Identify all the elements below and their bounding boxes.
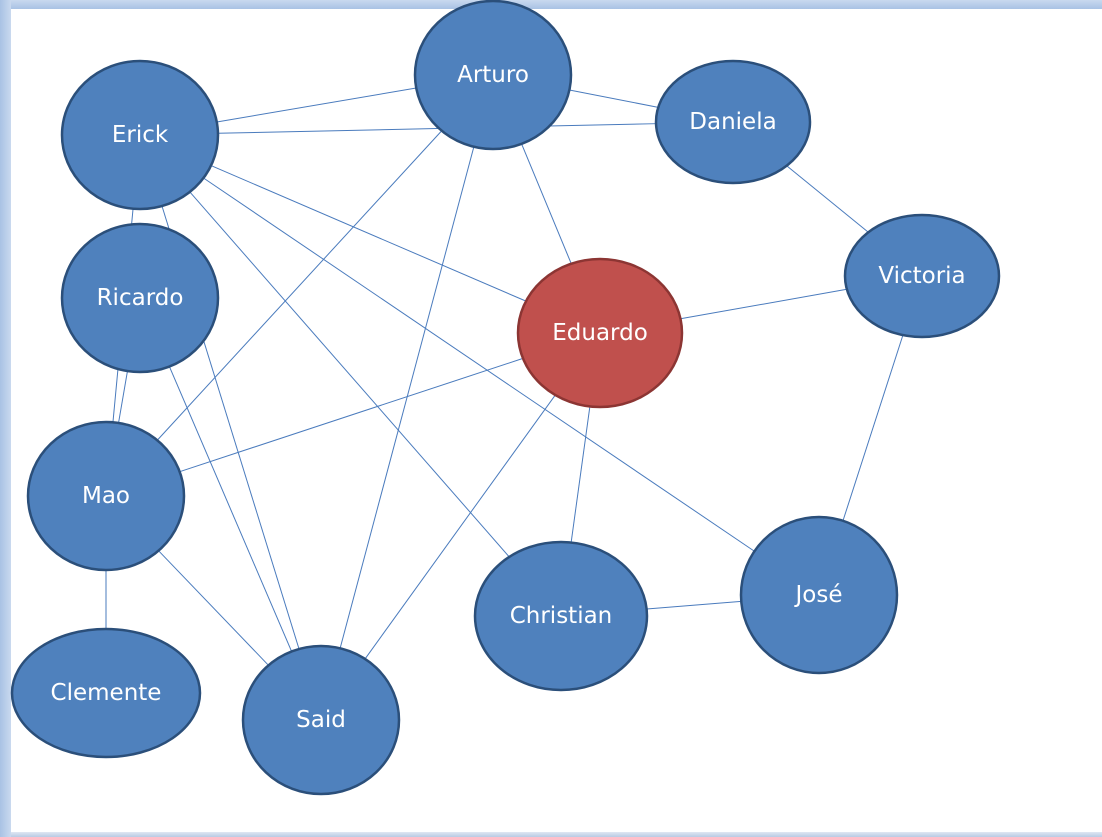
- node-christian[interactable]: Christian: [473, 540, 649, 692]
- node-shape-mao[interactable]: [26, 420, 186, 572]
- node-label-erick: Erick: [112, 122, 169, 148]
- node-label-jose: José: [794, 582, 843, 608]
- edge-christian-jose: [646, 600, 742, 610]
- node-shape-daniela[interactable]: [654, 59, 812, 185]
- node-shape-victoria[interactable]: [843, 213, 1001, 339]
- node-shape-clemente[interactable]: [10, 627, 202, 759]
- edge-mao-said: [158, 550, 269, 666]
- node-label-arturo: Arturo: [457, 62, 529, 88]
- node-label-christian: Christian: [510, 603, 613, 629]
- edge-ricardo-said: [168, 366, 293, 652]
- node-label-mao: Mao: [82, 483, 130, 509]
- node-eduardo[interactable]: Eduardo: [516, 257, 684, 409]
- edges-layer: [105, 87, 904, 666]
- edge-erick-eduardo: [210, 165, 527, 302]
- node-label-victoria: Victoria: [878, 263, 965, 289]
- node-said[interactable]: Said: [241, 644, 401, 796]
- node-shape-said[interactable]: [241, 644, 401, 796]
- window-top-border: [0, 0, 1102, 9]
- edge-victoria-jose: [842, 334, 904, 521]
- node-label-daniela: Daniela: [689, 109, 776, 135]
- node-label-said: Said: [296, 707, 346, 733]
- node-shape-ricardo[interactable]: [60, 222, 220, 374]
- edge-erick-daniela: [217, 123, 657, 134]
- node-shape-arturo[interactable]: [413, 0, 573, 151]
- window-bottom-border: [11, 832, 1102, 837]
- edge-erick-arturo: [216, 87, 417, 123]
- node-shape-eduardo[interactable]: [516, 257, 684, 409]
- node-daniela[interactable]: Daniela: [654, 59, 812, 185]
- edge-eduardo-christian: [570, 406, 591, 543]
- node-mao[interactable]: Mao: [26, 420, 186, 572]
- node-victoria[interactable]: Victoria: [843, 213, 1001, 339]
- edge-victoria-eduardo: [680, 288, 847, 320]
- edge-erick-christian: [189, 191, 510, 558]
- window-left-border: [0, 0, 11, 837]
- edge-ricardo-mao: [118, 370, 128, 424]
- edge-arturo-eduardo: [521, 143, 572, 264]
- node-erick[interactable]: Erick: [60, 59, 220, 211]
- node-clemente[interactable]: Clemente: [10, 627, 202, 759]
- edge-erick-jose: [203, 177, 755, 552]
- edge-eduardo-said: [364, 394, 556, 660]
- edge-eduardo-mao: [179, 357, 524, 473]
- node-label-eduardo: Eduardo: [552, 320, 648, 346]
- node-jose[interactable]: José: [739, 515, 899, 675]
- node-shape-christian[interactable]: [473, 540, 649, 692]
- edge-arturo-daniela: [569, 89, 659, 108]
- node-ricardo[interactable]: Ricardo: [60, 222, 220, 374]
- node-label-ricardo: Ricardo: [97, 285, 184, 311]
- edge-arturo-said: [339, 146, 475, 649]
- node-label-clemente: Clemente: [51, 680, 162, 706]
- node-arturo[interactable]: Arturo: [413, 0, 573, 151]
- node-shape-erick[interactable]: [60, 59, 220, 211]
- edge-daniela-victoria: [786, 165, 869, 233]
- node-shape-jose[interactable]: [739, 515, 899, 675]
- edge-arturo-mao: [156, 130, 443, 441]
